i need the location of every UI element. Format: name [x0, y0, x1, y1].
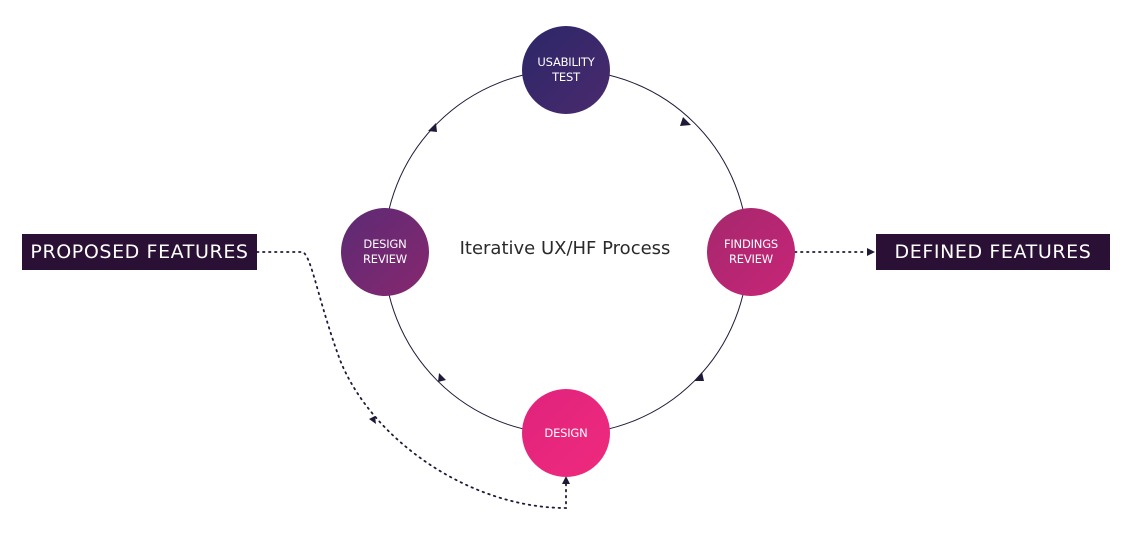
loop-arrow-top-left [428, 123, 437, 132]
node-usability-test: USABILITY TEST [522, 26, 610, 114]
defined-features-label: DEFINED FEATURES [894, 241, 1092, 263]
node-design-review-line2: REVIEW [363, 252, 407, 266]
proposed-features-label: PROPOSED FEATURES [30, 241, 249, 263]
process-title: Iterative UX/HF Process [459, 238, 671, 259]
proposed-to-design-connector [256, 251, 567, 509]
node-findings-review-line1: FINDINGS [723, 237, 779, 251]
loop-arrow-bottom-left [438, 373, 446, 382]
node-design-circle [522, 389, 610, 477]
defined-features-box-bg [876, 234, 1110, 270]
node-design-review-circle [341, 208, 429, 296]
connector-arrow-design [562, 476, 570, 484]
connector-arrow-defined [867, 248, 875, 256]
node-design: DESIGN [522, 389, 610, 477]
connector-arrow-mid [369, 416, 376, 424]
node-usability-test-circle [522, 26, 610, 114]
node-findings-review-circle [707, 208, 795, 296]
node-usability-test-line1: USABILITY [537, 55, 595, 69]
loop-arrow-bottom-right [694, 372, 704, 381]
node-design-review: DESIGN REVIEW [341, 208, 429, 296]
node-design-review-line1: DESIGN [363, 237, 407, 251]
node-usability-test-line2: TEST [552, 70, 580, 84]
node-design-line1: DESIGN [544, 425, 588, 440]
node-findings-review: FINDINGS REVIEW [707, 208, 795, 296]
node-findings-review-line2: REVIEW [729, 252, 773, 266]
proposed-features-box-bg [22, 234, 257, 270]
loop-arrow-top-right [680, 117, 691, 126]
